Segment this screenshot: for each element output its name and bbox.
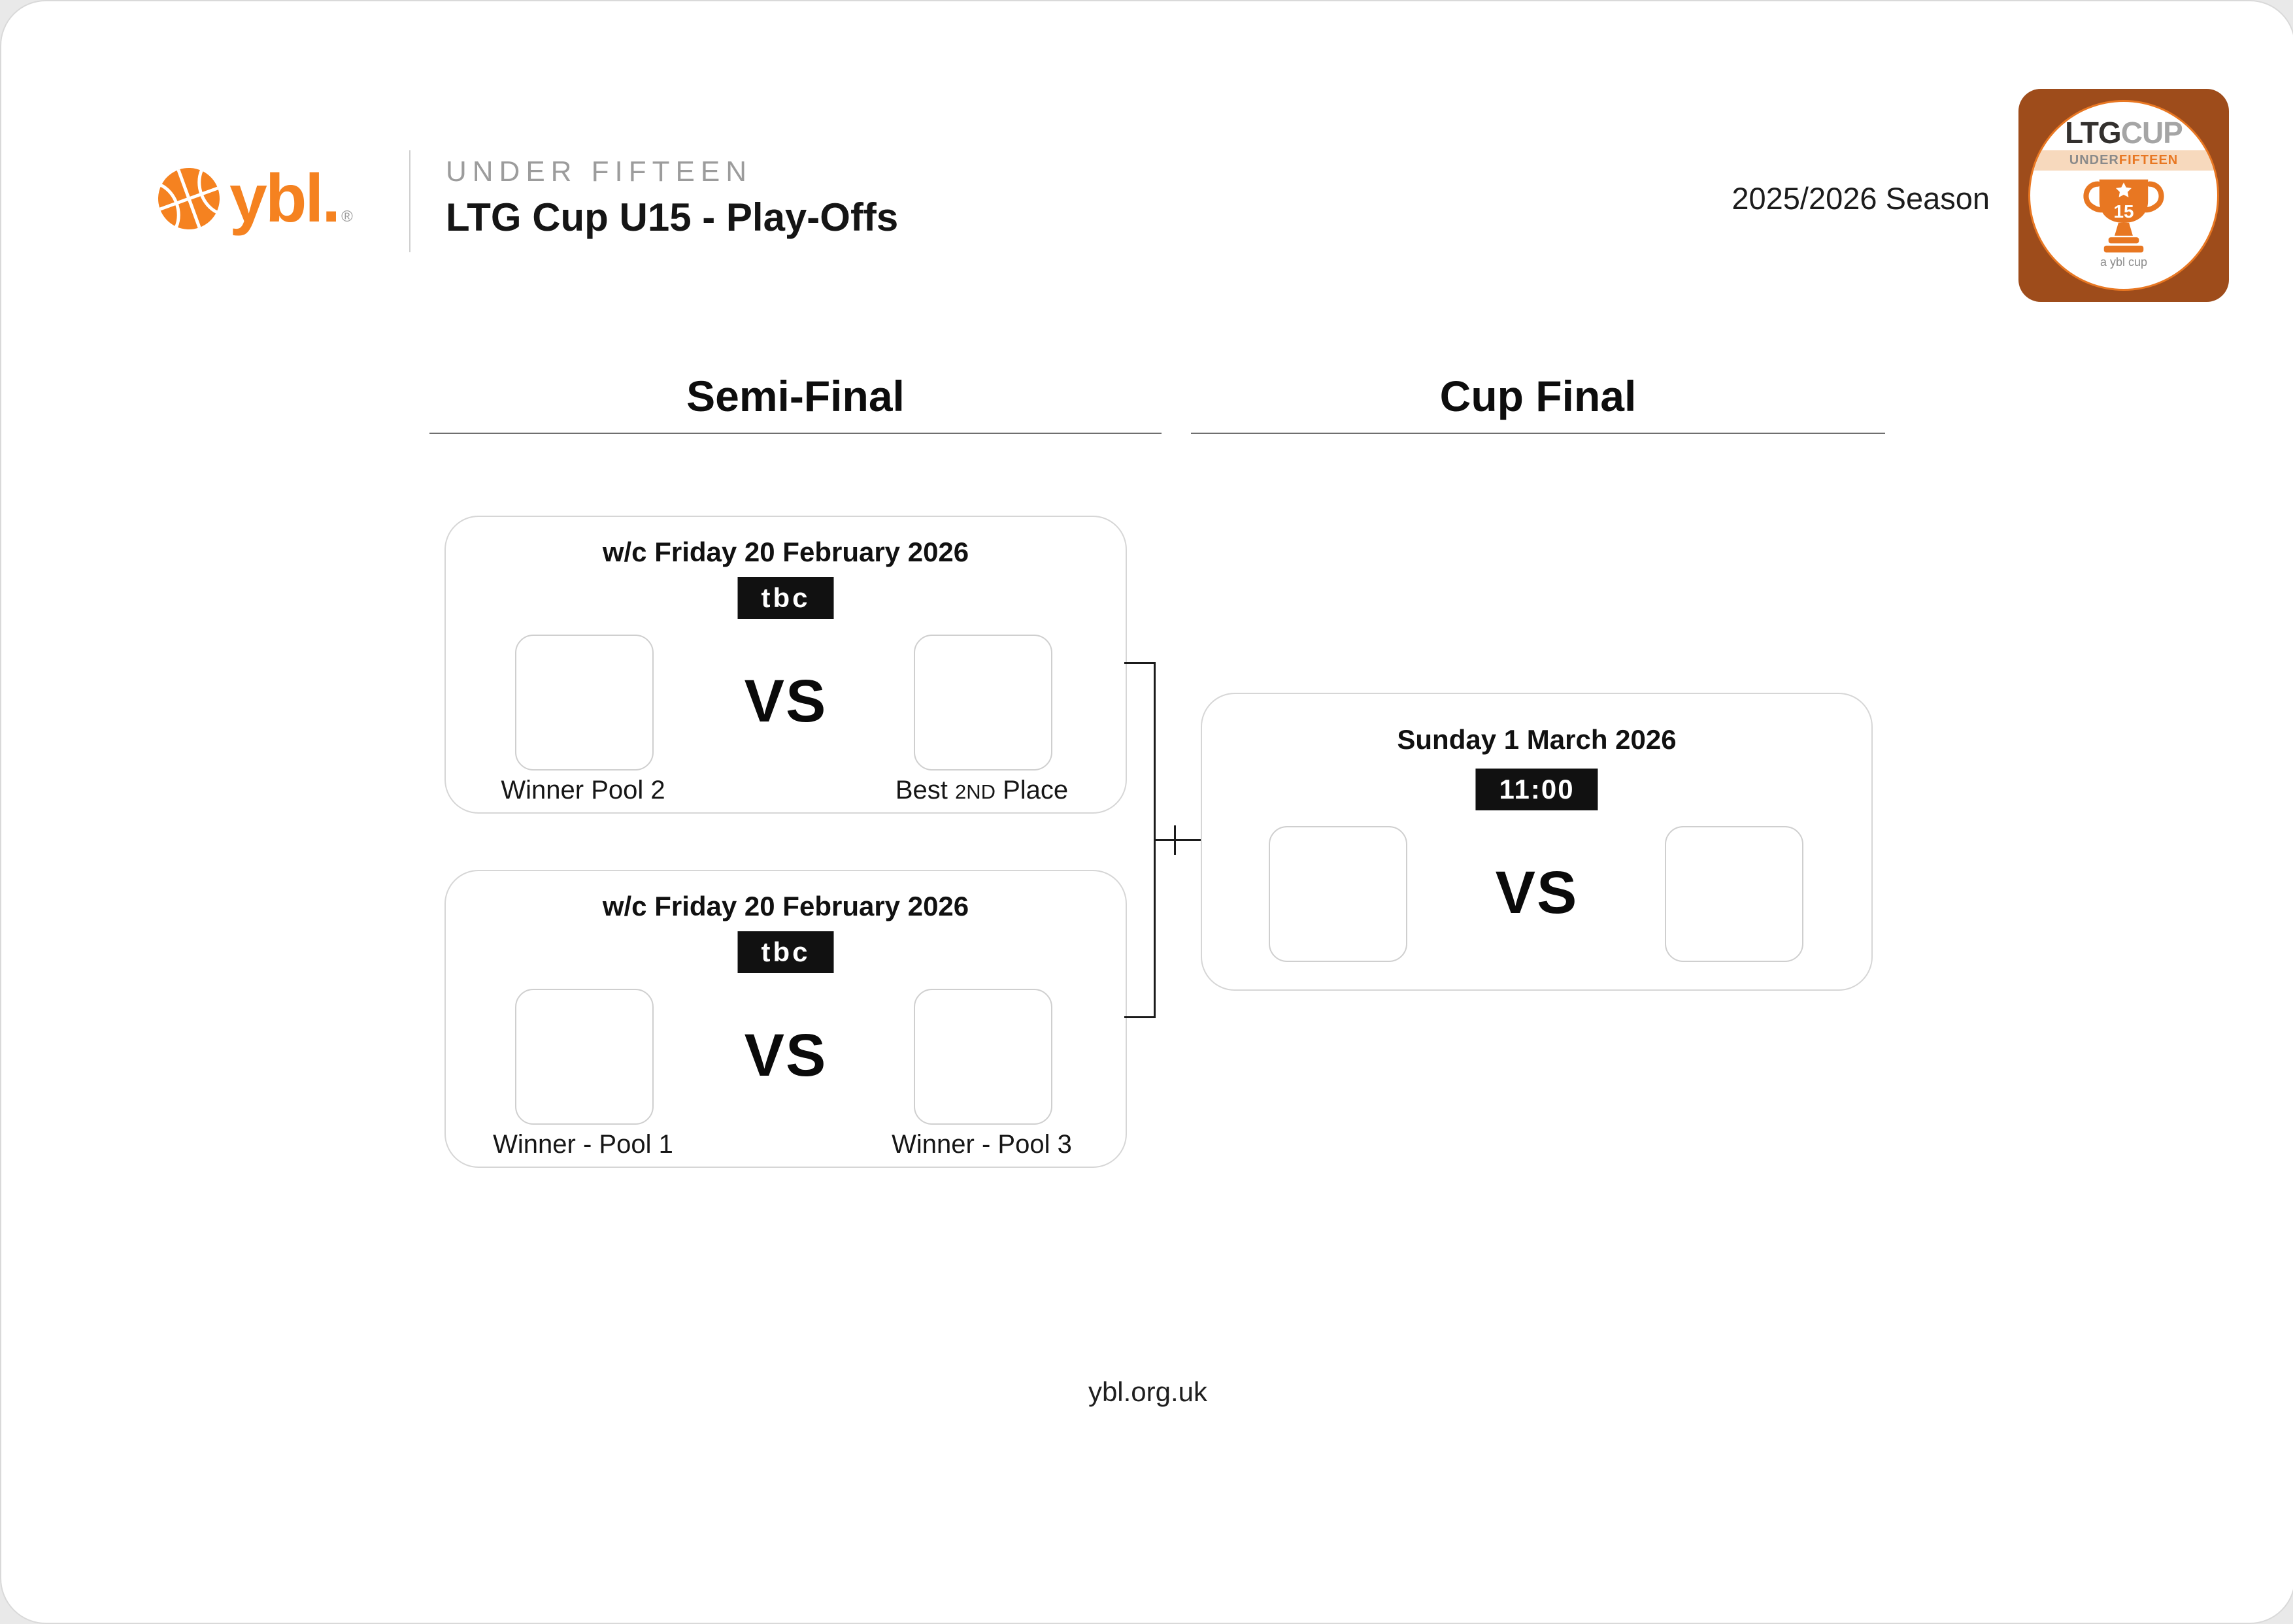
website-url: ybl.org.uk xyxy=(1088,1376,1208,1407)
away-label-ordinal: 2ND xyxy=(954,780,996,803)
registered-mark: ® xyxy=(341,208,353,225)
page-title: LTG Cup U15 - Play-Offs xyxy=(446,195,899,239)
round-title-cup-final: Cup Final xyxy=(1439,372,1637,420)
brand-logo: ybl. ® xyxy=(156,161,353,237)
vs-label: VS xyxy=(1495,859,1579,926)
trophy-number: 15 xyxy=(2113,201,2134,222)
round-underline-semi-final xyxy=(429,433,1162,434)
round-title-semi-final: Semi-Final xyxy=(686,372,905,420)
away-label-suffix: Place xyxy=(996,776,1069,804)
match-card-cup-final: Sunday 1 March 2026 11:00 VS xyxy=(1201,693,1873,991)
match-date: Sunday 1 March 2026 xyxy=(1397,724,1677,755)
trophy-handle-left xyxy=(2083,181,2105,213)
bracket-connector-final-stub xyxy=(1154,839,1201,841)
vs-label: VS xyxy=(744,667,828,735)
bracket-connector-semi1-stub xyxy=(1124,662,1156,664)
trophy-base-bottom xyxy=(2103,245,2144,253)
away-team-label: Best 2ND Place xyxy=(864,776,1099,805)
trophy-stem xyxy=(2115,222,2133,236)
brand-wordmark: ybl. xyxy=(229,161,341,237)
trophy-handle-right xyxy=(2143,181,2164,213)
trophy-star xyxy=(2116,182,2132,197)
bracket-connector-tick xyxy=(1174,825,1176,855)
badge-banner: UNDERFIFTEEN xyxy=(2030,150,2217,171)
badge-title: LTGCUP xyxy=(2065,118,2183,148)
away-team-label: Winner - Pool 3 xyxy=(892,1130,1072,1159)
away-team-box xyxy=(1665,826,1803,962)
home-team-box xyxy=(515,635,654,771)
basketball-seams xyxy=(159,169,219,229)
away-team-box xyxy=(914,989,1052,1125)
match-date: w/c Friday 20 February 2026 xyxy=(602,891,969,921)
trophy-base-top xyxy=(2108,237,2139,244)
home-team-label: Winner Pool 2 xyxy=(501,776,665,804)
match-time-badge: 11:00 xyxy=(1475,769,1598,810)
header-divider xyxy=(409,150,410,252)
away-team-box xyxy=(914,635,1052,771)
badge-cup-text: CUP xyxy=(2120,116,2183,150)
match-date: w/c Friday 20 February 2026 xyxy=(602,537,969,567)
badge-fifteen-text: FIFTEEN xyxy=(2118,153,2179,167)
home-team-box xyxy=(515,989,654,1125)
vs-label: VS xyxy=(744,1021,828,1089)
round-underline-cup-final xyxy=(1191,433,1885,434)
cup-badge-circle: LTGCUP UNDERFIFTEEN 15 a ybl cup xyxy=(2028,100,2219,291)
season-label: 2025/2026 Season xyxy=(1732,181,1990,216)
cup-badge: LTGCUP UNDERFIFTEEN 15 a ybl cup xyxy=(2018,89,2229,302)
trophy-icon: 15 xyxy=(2083,179,2164,253)
home-team-box xyxy=(1269,826,1407,962)
badge-tagline: a ybl cup xyxy=(2100,256,2148,269)
badge-under-text: UNDER xyxy=(2069,153,2119,167)
badge-ltg-text: LTG xyxy=(2065,116,2122,150)
match-card-semi-final-2: w/c Friday 20 February 2026 tbc VS Winne… xyxy=(444,870,1127,1168)
page-subtitle: UNDER FIFTEEN xyxy=(446,156,752,188)
bracket-connector-semi2-stub xyxy=(1124,1016,1156,1018)
match-time-badge: tbc xyxy=(737,931,834,973)
away-label-prefix: Best xyxy=(895,776,955,804)
trophy-bowl xyxy=(2099,179,2149,223)
match-time-badge: tbc xyxy=(737,577,834,619)
home-team-label: Winner - Pool 1 xyxy=(493,1130,673,1159)
basketball-icon xyxy=(158,168,220,229)
match-card-semi-final-1: w/c Friday 20 February 2026 tbc VS Winne… xyxy=(444,516,1127,814)
